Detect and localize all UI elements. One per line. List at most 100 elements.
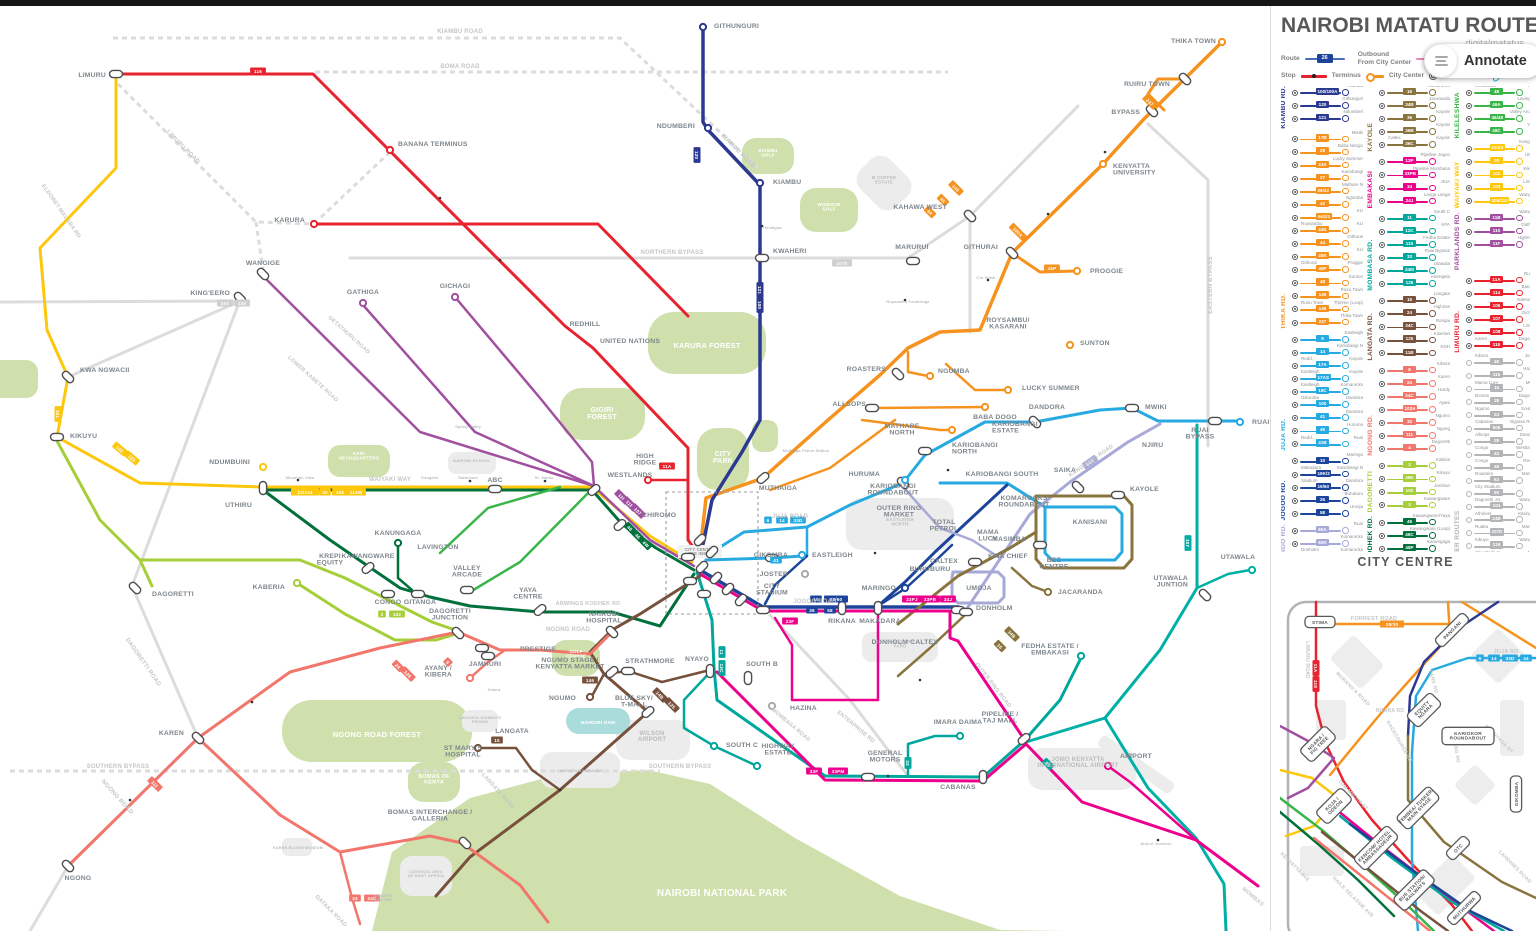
legend-route-row: 11FHighridge xyxy=(1466,235,1530,251)
route-line-brown xyxy=(476,746,562,792)
route-badge: 111 xyxy=(147,776,163,792)
terminus-marker xyxy=(800,569,810,579)
station-marker xyxy=(256,267,270,281)
station-label: PIPELINE /TAJ MALL xyxy=(982,711,1019,725)
route-line-green xyxy=(468,485,596,594)
terminus-marker xyxy=(925,371,935,381)
menu-icon[interactable] xyxy=(1425,45,1457,77)
route-badge: 45P xyxy=(1044,264,1060,272)
park-area xyxy=(328,445,390,477)
park-area xyxy=(560,388,645,440)
legend-route-row: 48CYaya xyxy=(1466,123,1530,138)
legend-route-row: 115Hazina xyxy=(1466,367,1530,383)
road-line xyxy=(113,36,760,170)
station-marker xyxy=(641,705,655,719)
gray-area xyxy=(846,498,954,550)
park-label: KARURA FOREST xyxy=(673,341,741,350)
route-key-label: Route xyxy=(1281,54,1300,62)
inset-road-label: RING RD xyxy=(1451,740,1461,763)
legend-group-label: THIKA RD. xyxy=(1281,293,1287,330)
station-label: LUCKY SUMMER xyxy=(1022,385,1080,392)
station-label: NYAYO xyxy=(685,656,709,663)
route-badge-label: 33 xyxy=(1044,761,1052,769)
inset-road-label: NGARA RD xyxy=(1376,708,1405,714)
route-line-brown xyxy=(602,669,708,684)
annotate-button[interactable]: Annotate xyxy=(1424,44,1536,78)
stop-label: Roysambu Footbridge xyxy=(886,299,930,304)
station-marker xyxy=(756,471,770,485)
route-badge-label: 23/104 xyxy=(297,490,312,495)
station-marker xyxy=(1178,72,1192,86)
station-label: NDUMBERI xyxy=(657,123,695,130)
station-label: BOMAS INTERCHANGE /GALLERIA xyxy=(388,809,473,823)
station-label: LIMURU xyxy=(78,72,106,79)
route-line-green xyxy=(438,485,562,555)
route-badge: 107 xyxy=(1184,535,1192,551)
terminus-marker xyxy=(767,701,777,711)
route-badge: 11A xyxy=(1312,660,1320,676)
inset-route-line-navy xyxy=(1406,600,1500,738)
legend-column: KILELESHWA48WestlandsYaya46ALavington46/… xyxy=(1454,86,1530,552)
route-badge: 24C xyxy=(364,894,380,902)
station-label: UTAWALA xyxy=(1221,554,1256,561)
legend-route-row: 28AllsopsDandora xyxy=(1466,432,1530,448)
route-badge: 8 xyxy=(443,657,453,667)
terminus-marker xyxy=(309,219,319,229)
route-badge-label: 34J xyxy=(944,597,953,602)
route-badge-label: 100 xyxy=(757,301,762,310)
route-line-cyan xyxy=(1043,505,1124,562)
legend-route-row: 42CongoWestlands xyxy=(1466,446,1530,461)
legend-route-row: 23/33Kangemi xyxy=(1466,140,1530,156)
route-badge: 6 xyxy=(1476,654,1484,662)
route-line-magenta xyxy=(715,670,1028,783)
route-line-magenta xyxy=(1024,742,1260,888)
nairobi-dam xyxy=(566,708,630,734)
route-badge-label: 12C xyxy=(719,663,724,673)
inset-route-line-brown xyxy=(1320,830,1450,931)
station-label: UTHIRU xyxy=(225,502,252,509)
legend-group-label: LIMURU RD. xyxy=(1454,310,1461,353)
station-marker xyxy=(864,403,880,413)
legend-route-row: 102Kikuyu xyxy=(1466,166,1530,182)
station-marker xyxy=(410,589,426,599)
stop-marker xyxy=(886,774,890,778)
route-badge-label: 33D xyxy=(1505,656,1515,661)
station-label: SOUTH C xyxy=(726,742,758,749)
route-badge-label: 103 xyxy=(221,301,230,306)
road-line xyxy=(1146,122,1210,448)
station-marker xyxy=(487,484,503,494)
stop-marker xyxy=(543,479,547,483)
area-label: KAREN BLIXEN MUSEUM xyxy=(273,846,323,850)
station-marker xyxy=(891,367,905,381)
station-label: MUTHAIGA xyxy=(759,485,797,492)
legend-group-label: DAGORETTI xyxy=(1367,470,1374,513)
legend-route-row: 11BWangige xyxy=(1466,209,1530,225)
legend-group-parklands-rd-: PARKLANDS RD.11BWangige110Gathiga11FHigh… xyxy=(1454,209,1530,270)
terminus-marker xyxy=(755,178,765,188)
inset-station-box: OTC xyxy=(1445,835,1471,861)
legend-group-kiambu-rd-: KIAMBU RD.100/100AKiambu120Githunguri121… xyxy=(1281,86,1363,129)
route-badge: 36 xyxy=(806,606,818,614)
terminus-key-label: Terminus xyxy=(1331,72,1361,80)
area-label: CATHOLIC UNIV.OF EAST AFRICA xyxy=(408,869,444,878)
road-label: NORTHERN BYPASS xyxy=(641,250,704,256)
route-badge: 1070 xyxy=(832,259,852,267)
station-label: REDHILL xyxy=(570,321,601,328)
legend-route-row: 46ALavington xyxy=(1466,97,1530,112)
route-badge: 14 xyxy=(1488,654,1500,662)
